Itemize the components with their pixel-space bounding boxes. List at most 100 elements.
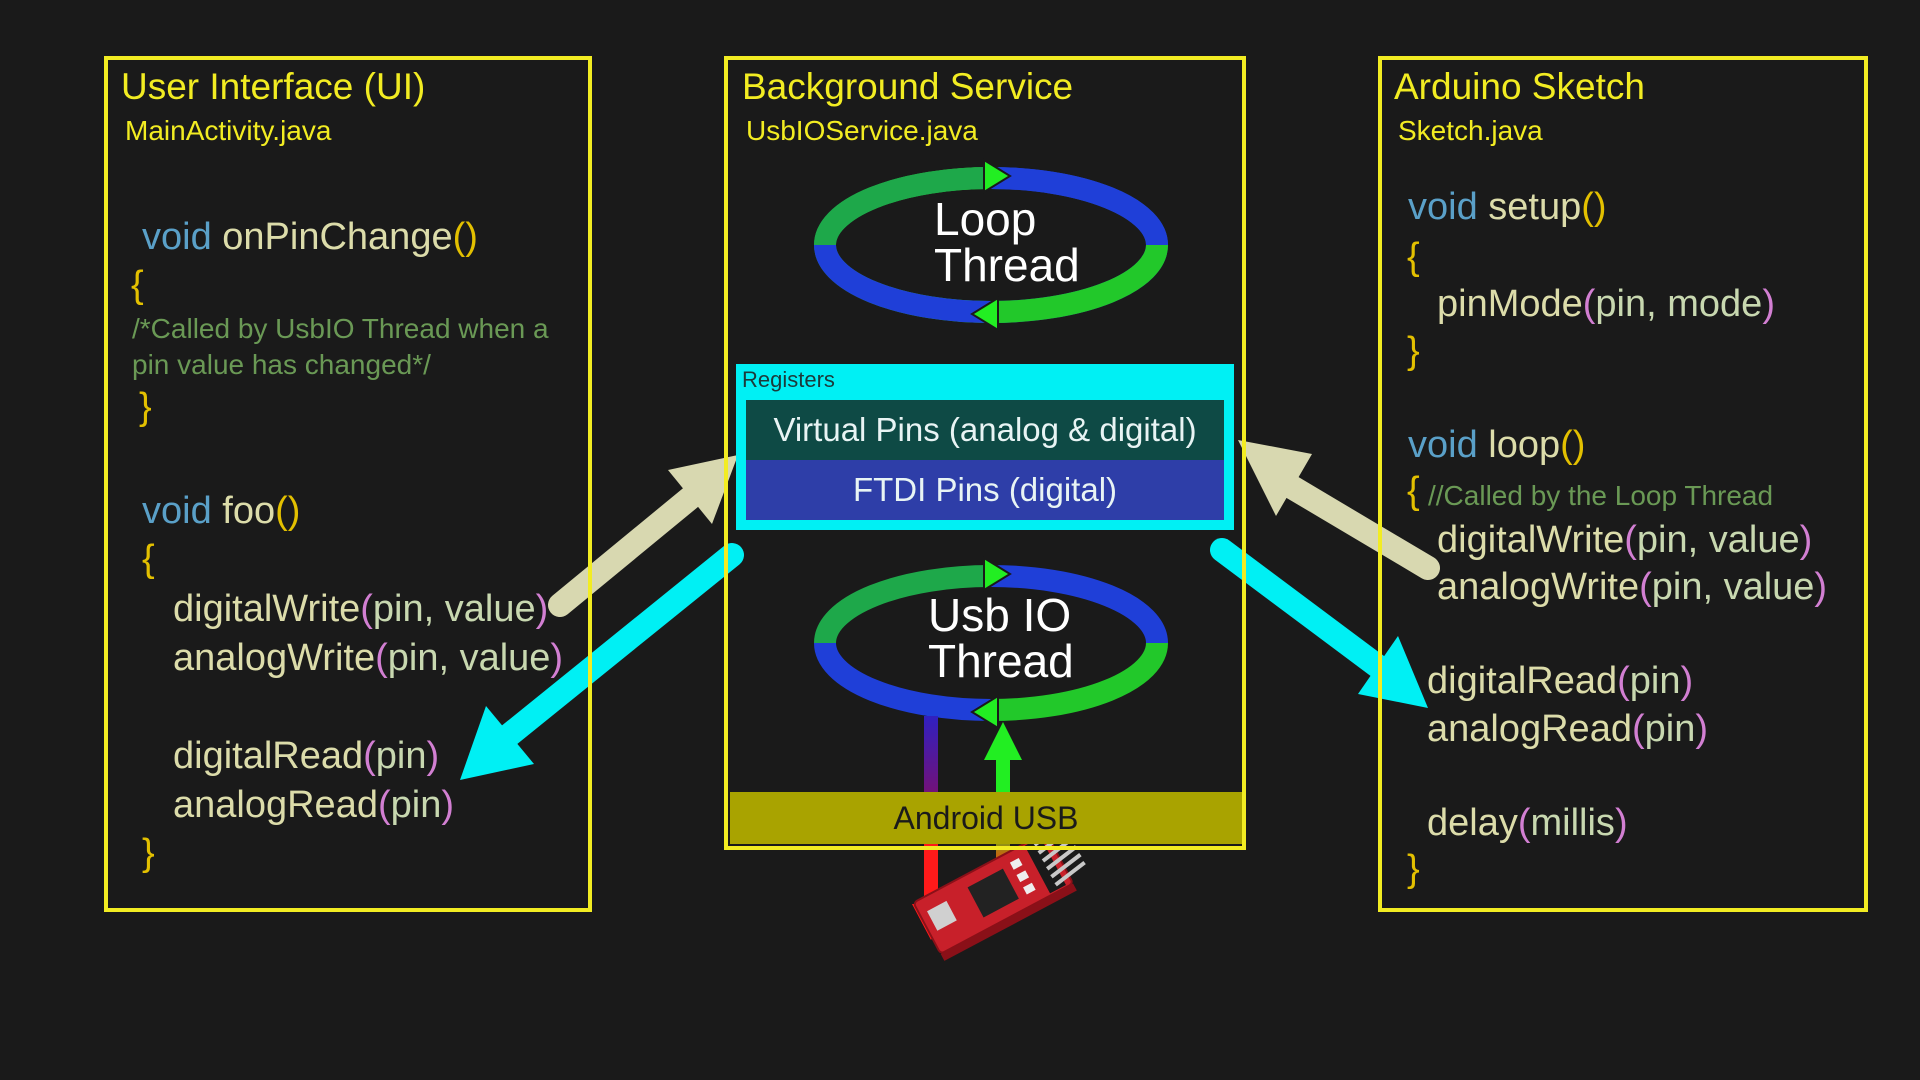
paren-open: ( xyxy=(1639,566,1652,608)
sketch-panel xyxy=(1378,56,1868,912)
paren-open: ( xyxy=(1624,519,1637,561)
function-name: onPinChange xyxy=(222,216,453,258)
usbio-thread-label-line2: Thread xyxy=(928,635,1074,687)
paren-open: ( xyxy=(1517,802,1531,844)
arguments: pin, value xyxy=(1651,566,1815,608)
ui-panel-subtitle: MainActivity.java xyxy=(125,115,332,146)
ui-digitalread-line: digitalRead(pin) xyxy=(173,735,439,778)
function-name: setup xyxy=(1488,186,1582,228)
sketch-write-arrow xyxy=(1238,440,1440,580)
ui-foo-signature: void foo() xyxy=(142,490,300,533)
paren-open: ( xyxy=(1582,283,1596,325)
sketch-brace-open-1: { xyxy=(1407,236,1420,278)
sketch-delay-line: delay(millis) xyxy=(1427,802,1628,845)
ui-onpinchange-signature: void onPinChange() xyxy=(142,216,478,259)
function-name: digitalWrite xyxy=(1437,519,1625,561)
ui-analogwrite-line: analogWrite(pin, value) xyxy=(173,637,563,680)
service-panel-title: Background Service xyxy=(742,66,1074,107)
sketch-brace-close-2: } xyxy=(1407,848,1420,890)
sketch-pinmode-line: pinMode(pin, mode) xyxy=(1437,283,1775,326)
registers-block: Registers Virtual Pins (analog & digital… xyxy=(736,364,1234,530)
paren-close: ) xyxy=(426,735,440,777)
paren-close: ) xyxy=(1680,660,1694,702)
paren-close: ) xyxy=(1814,566,1828,608)
ftdi-board-icon xyxy=(913,821,1086,961)
paren-close: ) xyxy=(441,784,454,826)
loop-ring-upper-right xyxy=(990,167,1168,246)
function-name: loop xyxy=(1488,424,1561,466)
parens: () xyxy=(275,490,301,532)
loop-ring-arrowhead-top xyxy=(983,158,1012,194)
paren-open: ( xyxy=(1631,708,1645,750)
usbio-thread-label-line1: Usb IO xyxy=(928,589,1072,641)
ui-brace-close-1: } xyxy=(139,386,152,428)
function-name: digitalRead xyxy=(173,735,364,777)
function-name: pinMode xyxy=(1437,283,1583,325)
paren-open: ( xyxy=(363,735,376,777)
loop-ring-lower-right xyxy=(990,244,1168,323)
sketch-digitalread-line: digitalRead(pin) xyxy=(1427,660,1693,703)
ui-panel xyxy=(104,56,592,912)
sketch-panel-title: Arduino Sketch xyxy=(1394,66,1645,107)
arguments: pin, value xyxy=(372,588,536,630)
sketch-loop-signature: void loop() xyxy=(1408,424,1585,467)
sketch-brace-open-2: { xyxy=(1407,470,1420,512)
keyword-void: void xyxy=(1408,186,1478,228)
usbio-thread-ring xyxy=(814,556,1168,730)
usbio-ring-upper-left xyxy=(814,565,992,644)
paren-open: ( xyxy=(1617,660,1630,702)
loop-thread-ring xyxy=(814,158,1168,332)
paren-close: ) xyxy=(1695,708,1708,750)
parens: () xyxy=(452,216,478,258)
function-name: digitalRead xyxy=(1427,660,1618,702)
usbio-ring-arrowhead-top xyxy=(983,556,1012,592)
ui-comment-line-1: /*Called by UsbIO Thread when a xyxy=(132,313,549,344)
android-usb-bar: Android USB xyxy=(730,792,1242,844)
sketch-analogwrite-line: analogWrite(pin, value) xyxy=(1437,566,1827,609)
paren-close: ) xyxy=(1614,802,1628,844)
arguments: pin xyxy=(375,735,427,777)
loop-thread-label-line1: Loop xyxy=(934,193,1037,245)
arguments: pin, value xyxy=(1636,519,1800,561)
sketch-digitalwrite-line: digitalWrite(pin, value) xyxy=(1437,519,1812,562)
keyword-void: void xyxy=(1408,424,1478,466)
paren-open: ( xyxy=(360,588,373,630)
registers-title: Registers xyxy=(742,367,835,392)
sketch-setup-signature: void setup() xyxy=(1408,186,1607,229)
loop-thread-label-line2: Thread xyxy=(934,239,1080,291)
service-panel-subtitle: UsbIOService.java xyxy=(746,115,978,146)
parens: () xyxy=(1581,186,1607,228)
usbio-ring-lower-left xyxy=(814,642,992,721)
parens: () xyxy=(1560,424,1586,466)
function-name: foo xyxy=(222,490,276,532)
function-name: analogRead xyxy=(1427,708,1632,750)
paren-close: ) xyxy=(1799,519,1813,561)
paren-close: ) xyxy=(1762,283,1775,325)
arguments: pin xyxy=(1644,708,1696,750)
arguments: pin, value xyxy=(387,637,551,679)
function-name: digitalWrite xyxy=(173,588,361,630)
function-name: analogWrite xyxy=(1437,566,1640,608)
ui-read-arrow xyxy=(460,543,744,780)
ftdi-pins-register: FTDI Pins (digital) xyxy=(746,460,1224,520)
sketch-analogread-line: analogRead(pin) xyxy=(1427,708,1708,751)
ui-brace-close-2: } xyxy=(142,832,155,874)
paren-open: ( xyxy=(375,637,388,679)
paren-close: ) xyxy=(550,637,564,679)
keyword-void: void xyxy=(142,216,212,258)
ui-digitalwrite-line: digitalWrite(pin, value) xyxy=(173,588,548,631)
sketch-loop-comment: //Called by the Loop Thread xyxy=(1428,480,1774,511)
ui-analogread-line: analogRead(pin) xyxy=(173,784,454,827)
keyword-void: void xyxy=(142,490,212,532)
sketch-brace-close-1: } xyxy=(1407,330,1420,372)
arguments: pin, mode xyxy=(1595,283,1763,325)
paren-open: ( xyxy=(377,784,391,826)
ui-write-arrow xyxy=(548,455,738,617)
sketch-panel-subtitle: Sketch.java xyxy=(1398,115,1543,146)
loop-ring-arrowhead-bottom xyxy=(970,296,999,332)
service-panel xyxy=(724,56,1246,850)
ui-panel-title: User Interface (UI) xyxy=(121,66,426,107)
paren-close: ) xyxy=(535,588,549,630)
virtual-pins-register: Virtual Pins (analog & digital) xyxy=(746,400,1224,460)
